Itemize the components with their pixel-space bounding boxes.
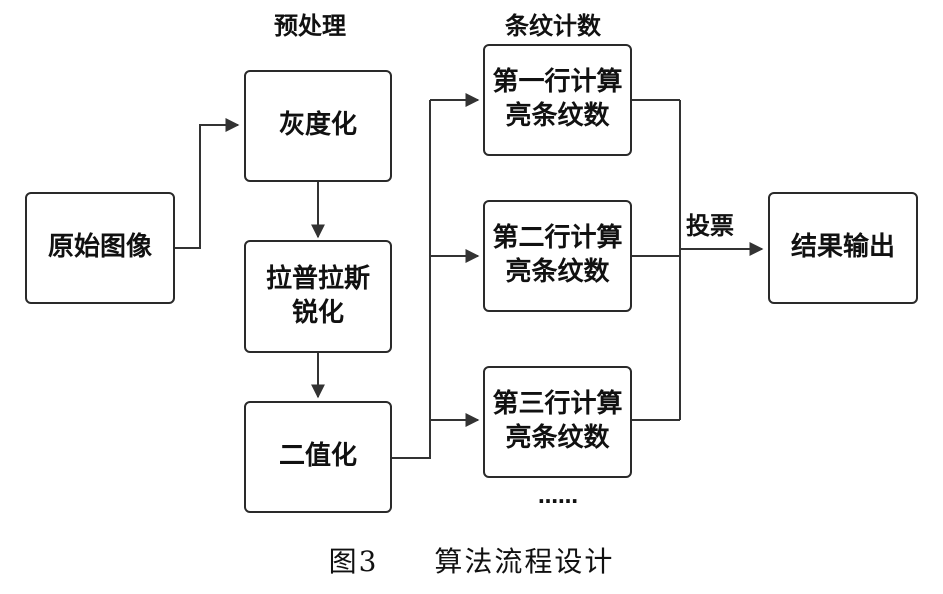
node-binarize: 二值化 xyxy=(244,401,392,513)
figure-title: 算法流程设计 xyxy=(434,545,615,578)
edge-original-to-gray xyxy=(175,118,240,249)
figure-caption: 图3 算法流程设计 xyxy=(0,540,943,580)
figure-number: 图3 xyxy=(328,545,379,578)
header-preprocess: 预处理 xyxy=(274,12,346,40)
node-laplace-sharpen: 拉普拉斯 锐化 xyxy=(244,240,392,353)
ellipsis-more-rows: …… xyxy=(538,484,578,508)
node-row3-count: 第三行计算 亮条纹数 xyxy=(483,366,632,478)
node-grayscale: 灰度化 xyxy=(244,70,392,182)
node-row1-count: 第一行计算 亮条纹数 xyxy=(483,44,632,156)
node-row2-count: 第二行计算 亮条纹数 xyxy=(483,200,632,312)
edge-label-vote: 投票 xyxy=(686,212,734,240)
node-original-image: 原始图像 xyxy=(25,192,175,304)
header-fringe-count: 条纹计数 xyxy=(505,12,601,40)
node-result-output: 结果输出 xyxy=(768,192,918,304)
edge-binarize-branch xyxy=(392,100,431,459)
